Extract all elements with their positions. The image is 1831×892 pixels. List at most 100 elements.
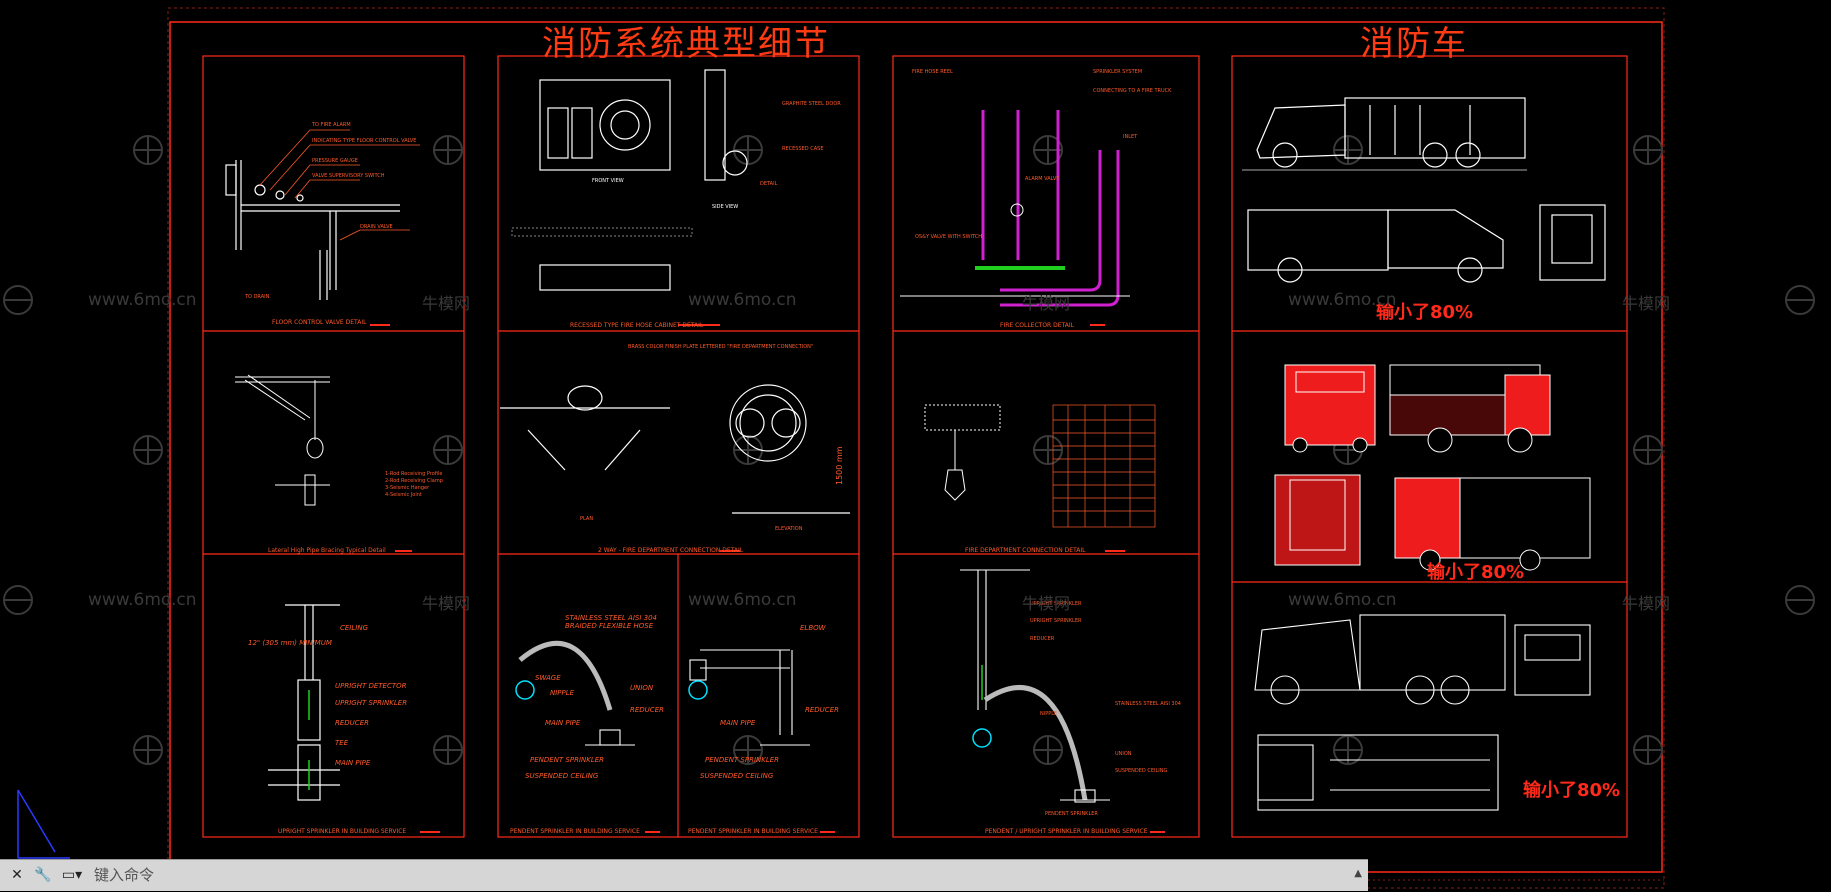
svg-text:TEE: TEE (335, 739, 349, 747)
svg-text:REDUCER: REDUCER (805, 706, 839, 714)
reduced-note-3: 输小了80% (1523, 780, 1621, 801)
watermark-cn-6: 牛模网 (1622, 594, 1671, 613)
svg-text:REDUCER: REDUCER (335, 719, 369, 727)
pendent-sprinkler-drawing (518, 640, 635, 746)
watermark-cn-2: 牛模网 (1022, 294, 1071, 313)
svg-text:UNION: UNION (1115, 751, 1132, 757)
svg-text:REDUCER: REDUCER (1030, 636, 1055, 642)
caption-floor-control-valve: FLOOR CONTROL VALVE DETAIL (272, 319, 367, 326)
svg-text:UPRIGHT DETECTOR: UPRIGHT DETECTOR (335, 682, 407, 690)
ucs-icon (17, 789, 70, 859)
svg-text:SIDE VIEW: SIDE VIEW (712, 204, 738, 210)
svg-text:CONNECTING TO A FIRE TRUCK: CONNECTING TO A FIRE TRUCK (1093, 88, 1172, 94)
caption-upright-sprinkler: UPRIGHT SPRINKLER IN BUILDING SERVICE (278, 828, 407, 835)
caption-fdc-2: FIRE DEPARTMENT CONNECTION DETAIL (965, 547, 1086, 554)
chevron-up-icon[interactable]: ▲ (1354, 868, 1362, 879)
svg-text:PRESSURE GAUGE: PRESSURE GAUGE (312, 158, 358, 164)
watermark-cn-5: 牛模网 (1022, 594, 1071, 613)
svg-text:ALARM VALVE: ALARM VALVE (1025, 176, 1059, 182)
watermark-cn-4: 牛模网 (422, 594, 471, 613)
svg-text:STAINLESS STEEL AISI 304: STAINLESS STEEL AISI 304 (565, 614, 657, 622)
svg-text:TO DRAIN: TO DRAIN (244, 294, 270, 300)
svg-text:GRAPHITE STEEL DOOR: GRAPHITE STEEL DOOR (782, 101, 841, 107)
svg-text:UPRIGHT SPRINKLER: UPRIGHT SPRINKLER (1030, 618, 1082, 624)
svg-text:SUSPENDED CEILING: SUSPENDED CEILING (700, 772, 774, 780)
svg-text:OS&Y VALVE WITH SWITCH: OS&Y VALVE WITH SWITCH (915, 234, 982, 240)
svg-text:SWAGE: SWAGE (535, 674, 561, 682)
svg-text:FRONT VIEW: FRONT VIEW (592, 178, 624, 184)
svg-text:TO FIRE ALARM: TO FIRE ALARM (311, 122, 351, 128)
svg-text:NIPPLE: NIPPLE (550, 689, 575, 697)
svg-text:INLET: INLET (1123, 134, 1138, 140)
command-line-bar: ✕ 🔧 ▭▾ 键入命令 ▲ (0, 859, 1368, 891)
watermark-url-6: www.6mo.cn (1288, 590, 1397, 610)
svg-text:1-Rod Receiving Profile: 1-Rod Receiving Profile (385, 471, 442, 477)
svg-text:ELEVATION: ELEVATION (775, 526, 803, 532)
caption-hose-cabinet: RECESSED TYPE FIRE HOSE CABINET DETAIL (570, 322, 704, 329)
svg-text:REDUCER: REDUCER (630, 706, 664, 714)
svg-text:SUSPENDED CEILING: SUSPENDED CEILING (525, 772, 599, 780)
reduced-note-2: 输小了80% (1427, 562, 1525, 583)
hose-cabinet-drawing (539, 69, 748, 291)
pendent-sprinkler-2-drawing (689, 649, 810, 746)
close-icon[interactable]: ✕ (11, 867, 23, 883)
svg-text:ELBOW: ELBOW (800, 624, 827, 632)
watermark-cn-3: 牛模网 (1622, 294, 1671, 313)
svg-text:SPRINKLER SYSTEM: SPRINKLER SYSTEM (1093, 69, 1142, 75)
svg-text:MAIN PIPE: MAIN PIPE (545, 719, 581, 727)
svg-text:NIPPLE: NIPPLE (1040, 711, 1057, 717)
svg-text:BRAIDED FLEXIBLE HOSE: BRAIDED FLEXIBLE HOSE (565, 622, 654, 630)
command-history-icon[interactable]: ▭▾ (61, 867, 83, 883)
svg-text:UNION: UNION (630, 684, 654, 692)
svg-text:MAIN PIPE: MAIN PIPE (720, 719, 756, 727)
watermark-url-3: www.6mo.cn (1288, 290, 1397, 310)
svg-text:UPRIGHT SPRINKLER: UPRIGHT SPRINKLER (1030, 601, 1082, 607)
reduced-note-1: 输小了80% (1376, 302, 1474, 323)
svg-text:12" (305 mm) MINIMUM: 12" (305 mm) MINIMUM (248, 639, 332, 647)
drawing-title-main: 消防系统典型细节 (542, 24, 830, 64)
watermark-url-2: www.6mo.cn (688, 290, 797, 310)
fire-collector-drawing (975, 110, 1120, 307)
floor-control-valve-drawing (225, 160, 400, 300)
upright-sprinkler-drawing (268, 604, 340, 801)
caption-fire-collector: FIRE COLLECTOR DETAIL (1000, 322, 1074, 329)
fire-truck-red-views (1274, 364, 1591, 571)
svg-text:1500 mm: 1500 mm (835, 446, 844, 485)
svg-text:PENDENT SPRINKLER: PENDENT SPRINKLER (530, 756, 604, 764)
pendent-upright-sprinkler-drawing (960, 569, 1110, 803)
watermark-url-1: www.6mo.cn (88, 290, 197, 310)
svg-text:STAINLESS STEEL AISI 304: STAINLESS STEEL AISI 304 (1115, 701, 1181, 707)
svg-text:3-Seismic Hanger: 3-Seismic Hanger (385, 485, 430, 491)
caption-pendent-sprinkler-1: PENDENT SPRINKLER IN BUILDING SERVICE (510, 828, 640, 835)
svg-text:FIRE HOSE REEL: FIRE HOSE REEL (912, 69, 953, 75)
pipe-bracing-drawing (235, 374, 330, 506)
caption-pipe-bracing: Lateral High Pipe Bracing Typical Detail (268, 547, 386, 554)
caption-pendent-upright: PENDENT / UPRIGHT SPRINKLER IN BUILDING … (985, 828, 1148, 835)
svg-text:PENDENT SPRINKLER: PENDENT SPRINKLER (1045, 811, 1098, 817)
svg-text:UPRIGHT SPRINKLER: UPRIGHT SPRINKLER (335, 699, 407, 707)
svg-text:MAIN PIPE: MAIN PIPE (335, 759, 371, 767)
caption-pendent-sprinkler-2: PENDENT SPRINKLER IN BUILDING SERVICE (688, 828, 818, 835)
wrench-icon[interactable]: 🔧 (34, 867, 52, 883)
svg-text:PENDENT SPRINKLER: PENDENT SPRINKLER (705, 756, 779, 764)
svg-text:RECESSED CASE: RECESSED CASE (782, 146, 823, 152)
svg-text:2-Rod Receiving Clamp: 2-Rod Receiving Clamp (385, 478, 443, 484)
drawing-title-fire-trucks: 消防车 (1360, 24, 1468, 64)
fdc-table-drawing (1052, 404, 1156, 528)
svg-text:4-Seismic Joint: 4-Seismic Joint (385, 492, 422, 498)
fdc-drawing (500, 384, 850, 514)
svg-text:DRAIN VALVE: DRAIN VALVE (360, 224, 393, 230)
watermark-url-5: www.6mo.cn (688, 590, 797, 610)
watermark-cn-1: 牛模网 (422, 294, 471, 313)
svg-text:DETAIL: DETAIL (760, 181, 778, 187)
watermark-url-4: www.6mo.cn (88, 590, 197, 610)
caption-fdc: 2 WAY - FIRE DEPARTMENT CONNECTION DETAI… (598, 547, 744, 554)
svg-text:VALVE SUPERVISORY SWITCH: VALVE SUPERVISORY SWITCH (312, 173, 385, 179)
command-input[interactable]: 键入命令 (94, 866, 155, 884)
svg-text:BRASS COLOR FINISH PLATE LETTE: BRASS COLOR FINISH PLATE LETTERED "FIRE … (628, 344, 813, 350)
svg-text:INDICATING TYPE FLOOR CONTROL: INDICATING TYPE FLOOR CONTROL VALVE (312, 138, 416, 144)
svg-text:SUSPENDED CEILING: SUSPENDED CEILING (1115, 768, 1167, 774)
svg-text:PLAN: PLAN (580, 516, 593, 522)
fire-truck-side-view (1242, 97, 1606, 283)
